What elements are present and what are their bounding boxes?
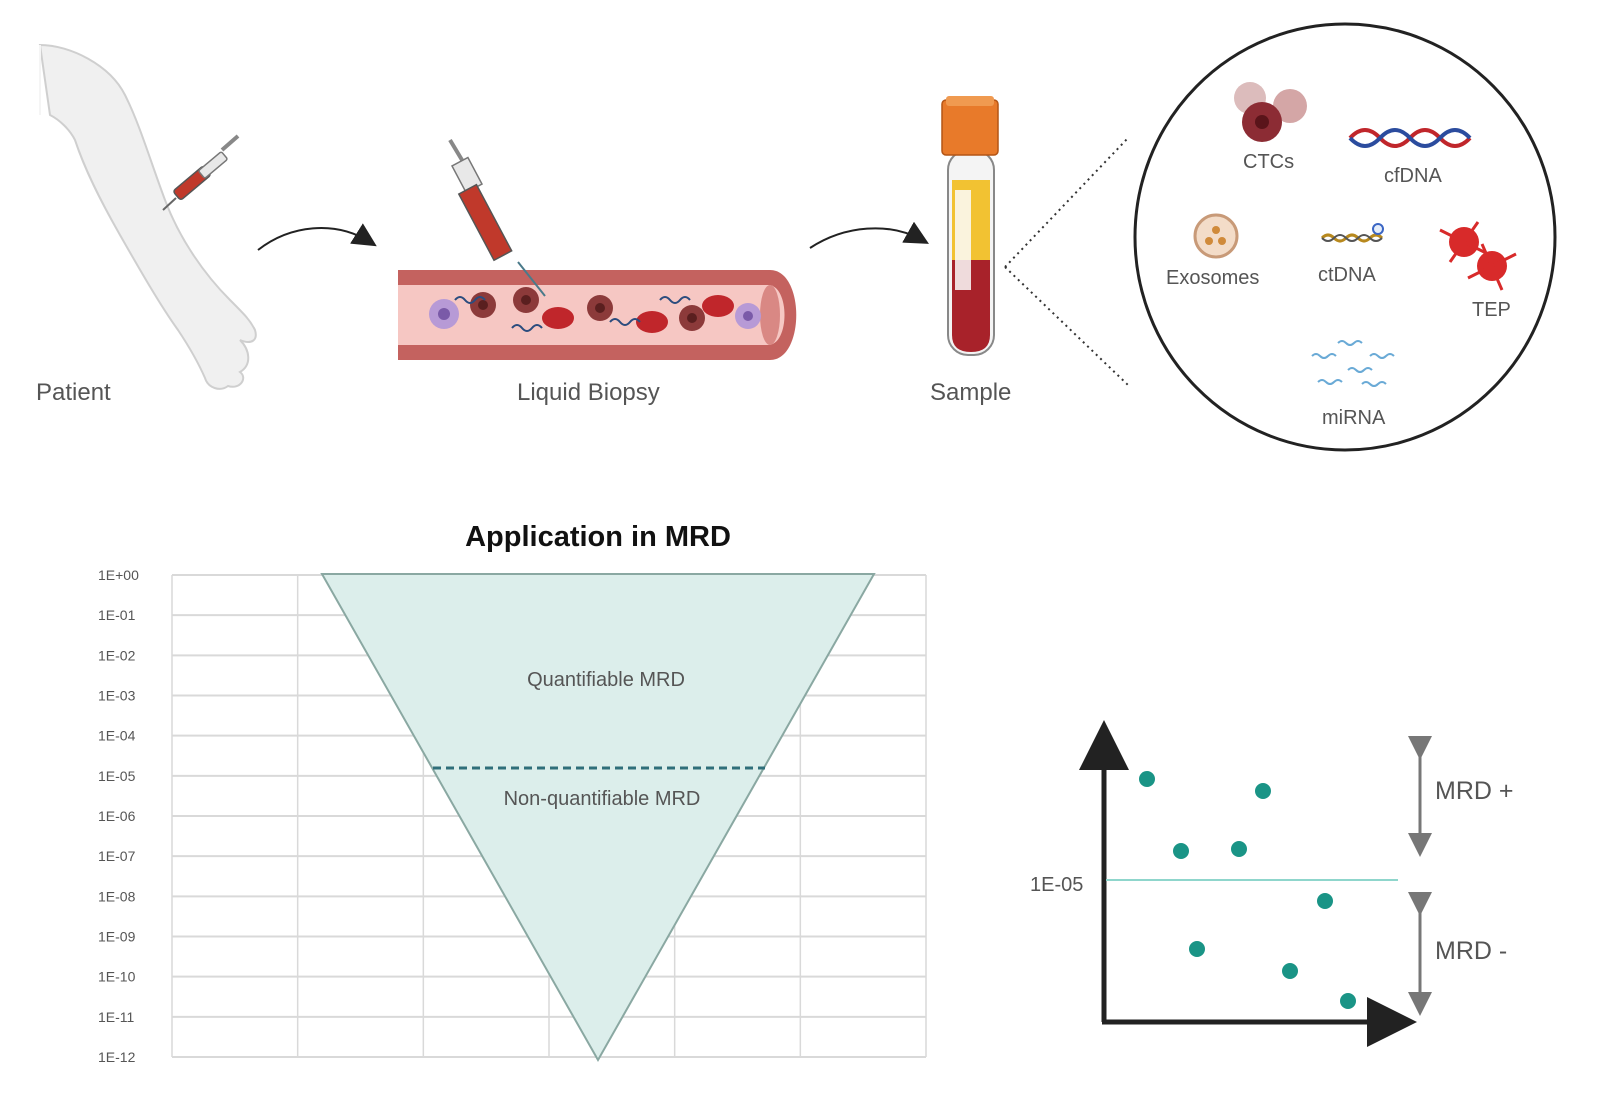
y-tick-label: 1E-03	[98, 688, 136, 704]
mrd-positive-label: MRD +	[1435, 777, 1513, 805]
mirna-icon	[1311, 340, 1395, 387]
exosomes-icon	[1193, 213, 1239, 259]
y-tick-label: 1E-05	[98, 768, 136, 784]
syringe-icon	[162, 134, 240, 211]
non-quantifiable-mrd-label: Non-quantifiable MRD	[504, 788, 701, 810]
y-tick-label: 1E-10	[98, 969, 136, 985]
y-tick-label: 1E-11	[98, 1009, 135, 1025]
mrd-negative-label: MRD -	[1435, 937, 1507, 965]
scatter-points	[1139, 771, 1356, 1009]
exosomes-label: Exosomes	[1166, 267, 1259, 289]
sample-label: Sample	[930, 379, 1011, 406]
mirna-label: miRNA	[1322, 407, 1386, 429]
point-1	[1139, 771, 1155, 787]
quantifiable-mrd-label: Quantifiable MRD	[527, 669, 685, 691]
cfdna-label: cfDNA	[1384, 165, 1442, 187]
syringe-icon	[448, 138, 546, 297]
point-7	[1282, 963, 1298, 979]
point-8	[1340, 993, 1356, 1009]
threshold-label: 1E-05	[1030, 874, 1083, 896]
sample-tube-icon	[941, 96, 999, 356]
ctcs-icon	[1234, 82, 1307, 142]
y-tick-label: 1E-04	[98, 728, 136, 744]
y-axis-ticks: 1E+00 1E-01 1E-02 1E-03 1E-04 1E-05 1E-06 1E-07…	[98, 567, 139, 1065]
point-2	[1255, 783, 1271, 799]
blood-vessel-illustration	[398, 270, 797, 360]
y-tick-label: 1E-01	[98, 607, 136, 623]
ctdna-icon	[1320, 223, 1384, 243]
y-tick-label: 1E-06	[98, 808, 136, 824]
tep-label: TEP	[1472, 299, 1511, 321]
zoom-line-bottom	[1004, 266, 1129, 386]
y-tick-label: 1E-09	[98, 929, 136, 945]
point-4	[1231, 841, 1247, 857]
chart-title: Application in MRD	[465, 521, 731, 553]
cfdna-icon	[1348, 128, 1472, 148]
patient-label: Patient	[36, 379, 111, 406]
y-tick-label: 1E-08	[98, 888, 136, 904]
patient-arm-illustration	[38, 43, 257, 390]
ctcs-label: CTCs	[1243, 151, 1294, 173]
point-5	[1317, 893, 1333, 909]
point-6	[1189, 941, 1205, 957]
y-tick-label: 1E-07	[98, 848, 136, 864]
arrow-patient-to-biopsy	[257, 223, 377, 251]
y-tick-label: 1E-12	[98, 1049, 136, 1065]
y-tick-label: 1E-02	[98, 647, 136, 663]
liquid-biopsy-label: Liquid Biopsy	[517, 379, 660, 406]
point-3	[1173, 843, 1189, 859]
arrow-biopsy-to-sample	[809, 221, 929, 249]
mrd-funnel	[320, 573, 876, 1063]
zoom-line-top	[1004, 137, 1129, 268]
y-tick-label: 1E+00	[98, 567, 139, 583]
ctdna-label: ctDNA	[1318, 264, 1376, 286]
tep-icon	[1439, 221, 1517, 291]
